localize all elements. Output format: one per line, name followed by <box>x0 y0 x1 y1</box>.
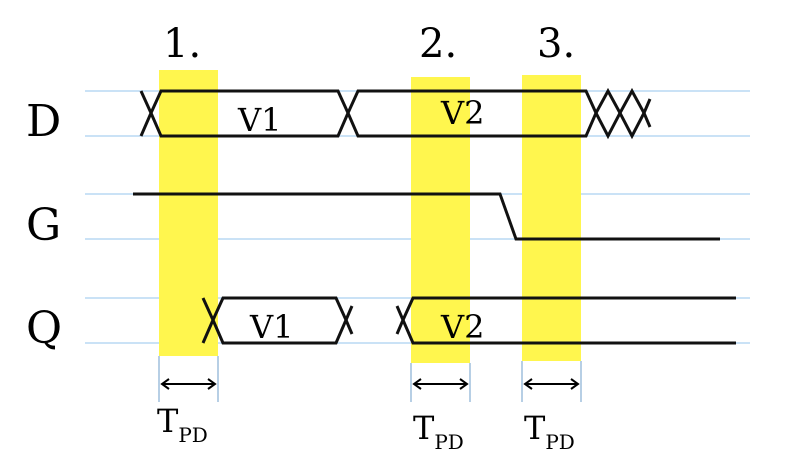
value-label-q-v2: V2 <box>440 308 484 346</box>
d-waveform-segment <box>642 98 652 114</box>
q-waveform-segment <box>344 319 354 335</box>
marker-label-2: 2. <box>419 21 457 67</box>
d-waveform-segment <box>642 112 652 128</box>
g-waveform <box>133 192 720 241</box>
highlight-window-3 <box>522 75 581 361</box>
delay-label-1: TPD <box>157 402 208 447</box>
d-waveform-segment <box>149 109 646 140</box>
d-waveform <box>139 87 652 140</box>
double-arrow-icon <box>523 378 580 390</box>
delay-label-2: TPD <box>413 409 464 454</box>
q-waveform <box>201 296 736 345</box>
double-arrow-icon <box>160 378 217 390</box>
value-label-q-v1: V1 <box>249 308 293 346</box>
d-waveform-segment <box>149 87 646 117</box>
delay-label-main: T <box>524 409 546 447</box>
g-waveform-line <box>133 192 720 241</box>
delay-label-sub: PD <box>434 430 464 454</box>
double-arrow-icon <box>412 378 469 390</box>
q-waveform-segment <box>395 305 405 335</box>
q-waveform-segment <box>401 296 736 321</box>
delay-label-sub: PD <box>178 423 208 447</box>
d-waveform-segment <box>139 90 153 137</box>
highlight-windows <box>159 70 581 363</box>
delay-arrows <box>160 378 580 390</box>
delay-label-sub: PD <box>545 430 575 454</box>
value-label-d-v1: V1 <box>237 101 281 139</box>
delay-label-main: T <box>413 409 435 447</box>
signal-label-d: D <box>26 96 61 147</box>
delay-label-main: T <box>157 402 179 440</box>
dimension-lines <box>158 356 582 402</box>
signal-label-q: Q <box>26 303 62 354</box>
signal-label-g: G <box>26 200 61 251</box>
delay-label-3: TPD <box>524 409 575 454</box>
value-label-d-v2: V2 <box>440 94 484 132</box>
marker-label-3: 3. <box>537 21 575 67</box>
q-waveform-segment <box>401 319 736 345</box>
highlight-window-2 <box>411 77 470 363</box>
q-waveform-segment <box>344 305 354 321</box>
marker-label-1: 1. <box>163 21 201 67</box>
